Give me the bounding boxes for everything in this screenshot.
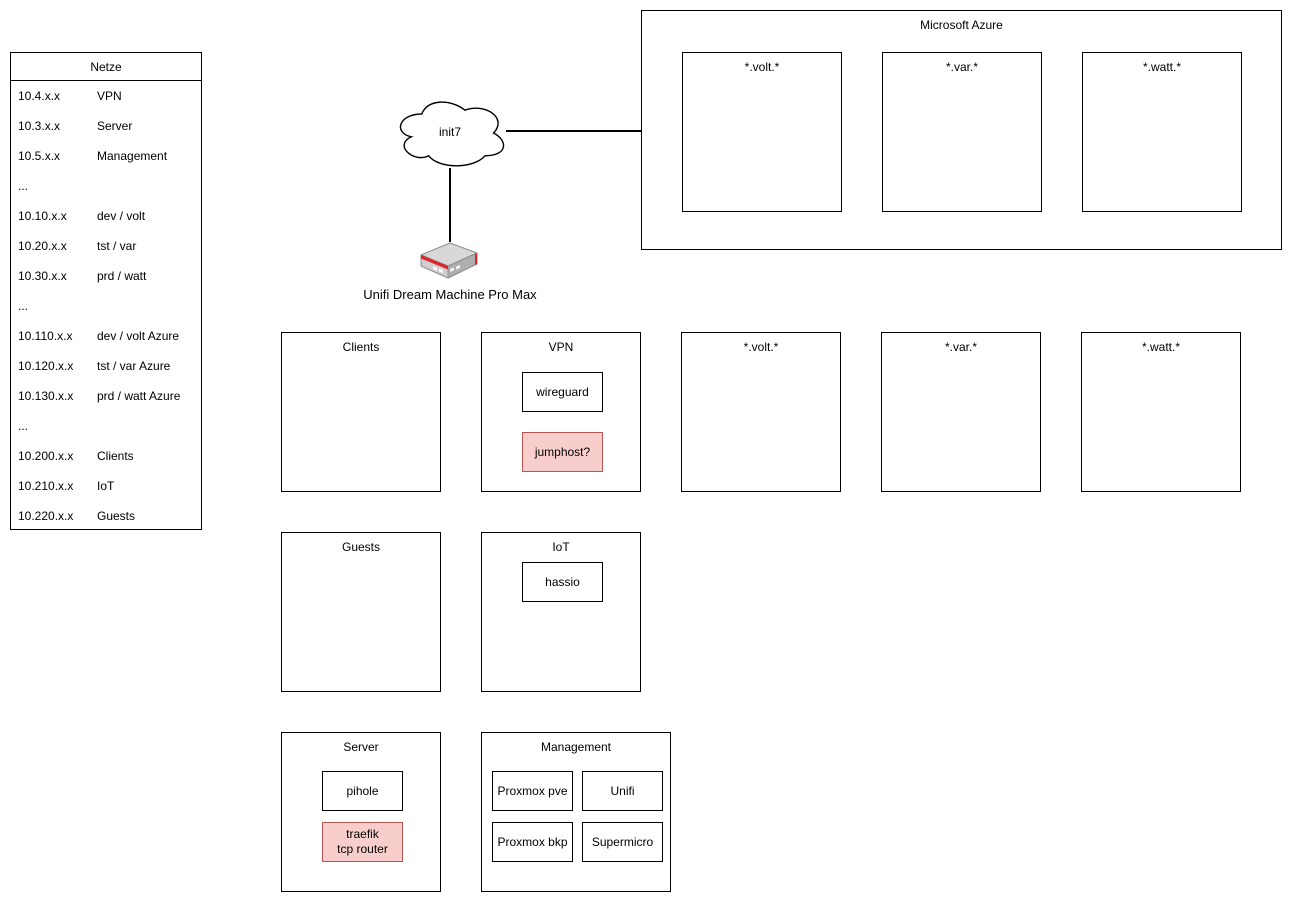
azure-service-watt: *.watt.* (1082, 52, 1242, 212)
network-box-volt: *.volt.* (681, 332, 841, 492)
row-ip: 10.5.x.x (18, 149, 61, 163)
row-ip: 10.10.x.x (18, 209, 67, 223)
table-row: ... (11, 171, 201, 201)
node-traefik-tcp-router: traefik tcp router (322, 822, 403, 862)
row-ip: 10.30.x.x (18, 269, 67, 283)
connector-cloud-to-azure (506, 130, 642, 132)
table-row: ... (11, 411, 201, 441)
row-name: dev / volt Azure (97, 329, 180, 343)
network-label: *.var.* (944, 340, 977, 354)
network-box-var: *.var.* (881, 332, 1041, 492)
network-box-vpn: VPN wireguard jumphost? (481, 332, 641, 492)
row-name (97, 291, 201, 321)
network-label: Guests (341, 540, 380, 554)
azure-box: Microsoft Azure *.volt.* *.var.* *.watt.… (641, 10, 1282, 250)
row-ip: 10.120.x.x (18, 359, 74, 373)
network-box-management: Management Proxmox pve Unifi Proxmox bkp… (481, 732, 671, 892)
network-box-server: Server pihole traefik tcp router (281, 732, 441, 892)
table-row: 10.5.x.x Management (11, 141, 201, 171)
internet-cloud: init7 (399, 101, 505, 167)
azure-title: Microsoft Azure (920, 18, 1003, 32)
row-name: Server (97, 119, 133, 133)
internet-label: init7 (439, 125, 461, 139)
netze-table-title: Netze (11, 53, 201, 81)
row-ip: ... (18, 299, 29, 313)
node-wireguard: wireguard (522, 372, 603, 412)
table-row: ... (11, 291, 201, 321)
row-ip: 10.220.x.x (18, 509, 74, 523)
node-proxmox-pve: Proxmox pve (492, 771, 573, 811)
table-row: 10.210.x.x IoT (11, 471, 201, 501)
table-row: 10.10.x.x dev / volt (11, 201, 201, 231)
azure-service-volt: *.volt.* (682, 52, 842, 212)
table-row: 10.4.x.x VPN (11, 81, 201, 111)
table-row: 10.110.x.x dev / volt Azure (11, 321, 201, 351)
row-name: prd / watt (97, 269, 147, 283)
connector-cloud-to-router (449, 168, 451, 242)
node-jumphost: jumphost? (522, 432, 603, 472)
network-box-watt: *.watt.* (1081, 332, 1241, 492)
network-label: Server (343, 740, 379, 754)
row-ip: ... (18, 419, 29, 433)
network-label: Management (540, 740, 612, 754)
table-row: 10.20.x.x tst / var (11, 231, 201, 261)
node-pihole: pihole (322, 771, 403, 811)
azure-service-var: *.var.* (882, 52, 1042, 212)
row-name: tst / var (97, 239, 137, 253)
router-icon (420, 242, 478, 279)
row-ip: 10.200.x.x (18, 449, 74, 463)
row-ip: 10.3.x.x (18, 119, 61, 133)
table-row: 10.3.x.x Server (11, 111, 201, 141)
table-row: 10.200.x.x Clients (11, 441, 201, 471)
azure-service-label: *.watt.* (1142, 60, 1181, 74)
network-box-guests: Guests (281, 532, 441, 692)
node-proxmox-bkp: Proxmox bkp (492, 822, 573, 862)
table-row: 10.220.x.x Guests (11, 501, 201, 531)
node-unifi: Unifi (582, 771, 663, 811)
network-label: IoT (552, 540, 570, 554)
row-ip: 10.130.x.x (18, 389, 74, 403)
row-name (97, 411, 201, 441)
cloud-shape (399, 101, 505, 167)
azure-service-label: *.volt.* (744, 60, 780, 74)
row-name: tst / var Azure (97, 359, 171, 373)
netze-table: Netze 10.4.x.x VPN 10.3.x.x Server 10.5.… (10, 52, 202, 530)
row-ip: 10.110.x.x (18, 329, 73, 343)
node-supermicro: Supermicro (582, 822, 663, 862)
network-label: Clients (342, 340, 380, 354)
network-box-clients: Clients (281, 332, 441, 492)
row-name (97, 171, 201, 201)
router-label: Unifi Dream Machine Pro Max (363, 287, 537, 302)
row-name: Guests (97, 509, 136, 523)
table-row: 10.30.x.x prd / watt (11, 261, 201, 291)
row-ip: 10.20.x.x (18, 239, 67, 253)
row-name: Clients (97, 449, 134, 463)
network-box-iot: IoT hassio (481, 532, 641, 692)
table-row: 10.120.x.x tst / var Azure (11, 351, 201, 381)
row-name: VPN (97, 89, 122, 103)
row-ip: 10.210.x.x (18, 479, 74, 493)
row-ip: ... (18, 179, 29, 193)
row-name: IoT (97, 479, 115, 493)
table-row: 10.130.x.x prd / watt Azure (11, 381, 201, 411)
network-label: VPN (548, 340, 574, 354)
row-name: Management (97, 149, 168, 163)
row-name: dev / volt (97, 209, 146, 223)
azure-service-label: *.var.* (945, 60, 978, 74)
network-label: *.volt.* (743, 340, 779, 354)
node-hassio: hassio (522, 562, 603, 602)
row-name: prd / watt Azure (97, 389, 181, 403)
network-label: *.watt.* (1141, 340, 1180, 354)
row-ip: 10.4.x.x (18, 89, 61, 103)
